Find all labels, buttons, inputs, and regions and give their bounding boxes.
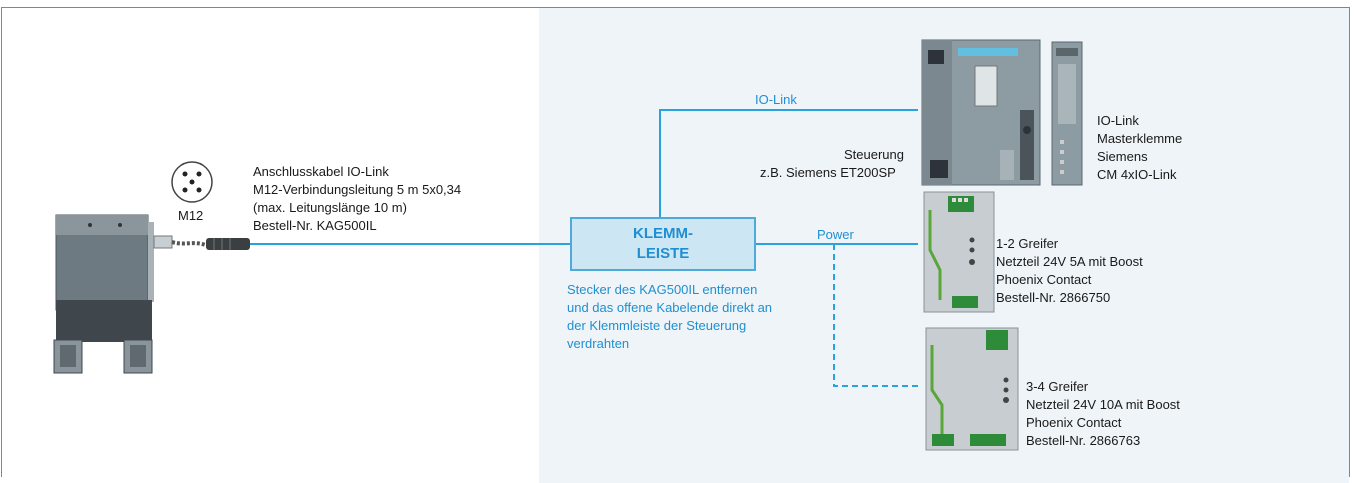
- klemm-note-4: verdrahten: [567, 336, 630, 351]
- connection-lines: [250, 109, 918, 387]
- gripper-device: [53, 214, 173, 374]
- psu1-text-2: Netzteil 24V 5A mit Boost: [996, 254, 1143, 269]
- psu2-device: [925, 327, 1019, 451]
- cable-text-4: Bestell-Nr. KAG500IL: [253, 218, 377, 233]
- psu1-device: [923, 191, 995, 313]
- klemm-note-1: Stecker des KAG500IL entfernen: [567, 282, 758, 297]
- klemmleiste-box: KLEMM- LEISTE: [570, 217, 756, 271]
- psu1-text-1: 1-2 Greifer: [996, 236, 1059, 251]
- psu1-text-4: Bestell-Nr. 2866750: [996, 290, 1111, 305]
- cable-plug: [171, 238, 250, 250]
- power-label: Power: [817, 227, 854, 242]
- io-link-line: [659, 109, 918, 217]
- cable-text-2: M12-Verbindungsleitung 5 m 5x0,34: [253, 182, 462, 197]
- psu2-text-1: 3-4 Greifer: [1026, 379, 1089, 394]
- cable-text-1: Anschlusskabel IO-Link: [253, 164, 389, 179]
- controller-text-2: z.B. Siemens ET200SP: [760, 165, 896, 180]
- frame-border: [1, 7, 1350, 477]
- master-module-device: [1051, 41, 1083, 186]
- m12-connector-icon: [171, 161, 213, 203]
- psu2-text-4: Bestell-Nr. 2866763: [1026, 433, 1141, 448]
- power-dashed-line: [833, 244, 918, 387]
- master-text-2: Masterklemme: [1097, 131, 1183, 146]
- m12-label: M12: [178, 208, 204, 223]
- cable-text-3: (max. Leitungslänge 10 m): [253, 200, 407, 215]
- psu2-text-2: Netzteil 24V 10A mit Boost: [1026, 397, 1180, 412]
- psu2-text-3: Phoenix Contact: [1026, 415, 1122, 430]
- controller-text-1: Steuerung: [844, 147, 904, 162]
- io-link-label: IO-Link: [755, 92, 797, 107]
- master-text-4: CM 4xIO-Link: [1097, 167, 1177, 182]
- controller-device: [921, 39, 1041, 186]
- psu1-text-3: Phoenix Contact: [996, 272, 1092, 287]
- klemm-note-3: der Klemmleiste der Steuerung: [567, 318, 747, 333]
- klemm-note-2: und das offene Kabelende direkt an: [567, 300, 773, 315]
- master-text-3: Siemens: [1097, 149, 1148, 164]
- klemmleiste-line1: KLEMM-: [633, 225, 693, 242]
- master-text-1: IO-Link: [1097, 113, 1139, 128]
- klemmleiste-line2: LEISTE: [636, 245, 690, 262]
